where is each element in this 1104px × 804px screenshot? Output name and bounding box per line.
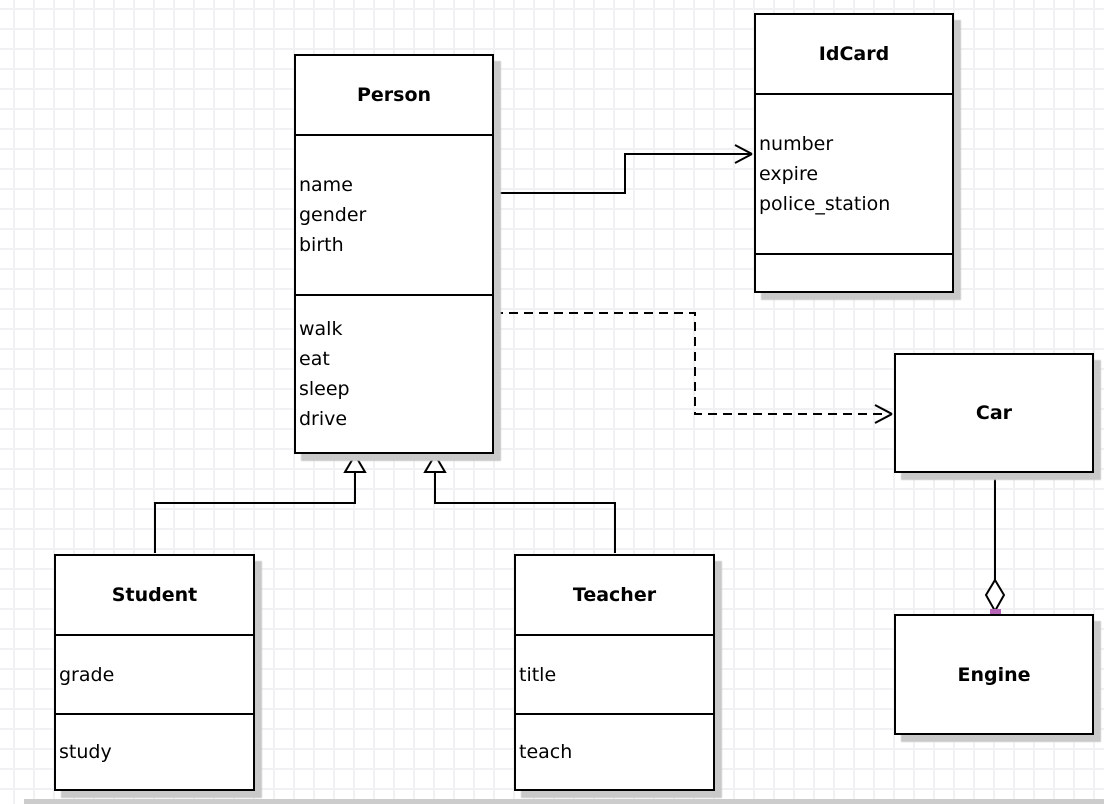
attribute: number <box>759 133 834 155</box>
dependency-person-car-line[interactable] <box>494 312 888 415</box>
attribute: grade <box>59 663 115 686</box>
class-teacher-attributes: title <box>516 634 713 713</box>
class-person-attributes: name gender birth <box>296 134 492 294</box>
class-person[interactable]: Person name gender birth walk eat sleep … <box>294 54 494 454</box>
class-student[interactable]: Student grade study <box>54 554 255 791</box>
class-engine[interactable]: Engine <box>894 614 1094 735</box>
attribute: police_station <box>759 193 891 215</box>
class-idcard[interactable]: IdCard number expire police_station <box>754 13 954 293</box>
aggregation-diamond <box>984 578 1006 614</box>
class-teacher-title: Teacher <box>572 584 657 606</box>
generalization-student-person-line[interactable] <box>154 472 356 553</box>
method: drive <box>299 408 348 430</box>
attribute: name <box>299 174 353 196</box>
generalization-triangle-teacher <box>423 453 447 473</box>
attribute: gender <box>299 204 367 226</box>
class-student-title: Student <box>111 584 198 606</box>
attribute: birth <box>299 234 344 256</box>
class-car-title: Car <box>975 402 1013 424</box>
association-person-idcard-line[interactable] <box>494 153 750 194</box>
association-open-arrowhead <box>734 144 753 164</box>
attribute: title <box>519 663 557 686</box>
class-idcard-attributes: number expire police_station <box>756 93 952 253</box>
method: teach <box>519 741 573 763</box>
class-teacher-methods: teach <box>516 713 713 789</box>
canvas-bottom-edge <box>24 799 1104 804</box>
class-car[interactable]: Car <box>894 353 1094 473</box>
attribute: expire <box>759 163 819 185</box>
class-person-methods: walk eat sleep drive <box>296 294 492 452</box>
method: eat <box>299 348 330 370</box>
method: sleep <box>299 378 350 400</box>
class-idcard-title: IdCard <box>818 43 890 65</box>
class-student-attributes: grade <box>56 634 253 713</box>
method: study <box>59 741 112 763</box>
generalization-triangle-student <box>343 453 367 473</box>
generalization-teacher-person-line[interactable] <box>434 472 616 553</box>
class-idcard-methods-empty <box>756 253 952 291</box>
class-teacher[interactable]: Teacher title teach <box>514 554 715 791</box>
class-person-title: Person <box>356 84 432 106</box>
class-engine-title: Engine <box>957 663 1031 686</box>
class-student-methods: study <box>56 713 253 789</box>
dependency-open-arrowhead <box>874 404 893 424</box>
connection-handle-car[interactable] <box>990 468 1001 479</box>
method: walk <box>299 318 343 340</box>
